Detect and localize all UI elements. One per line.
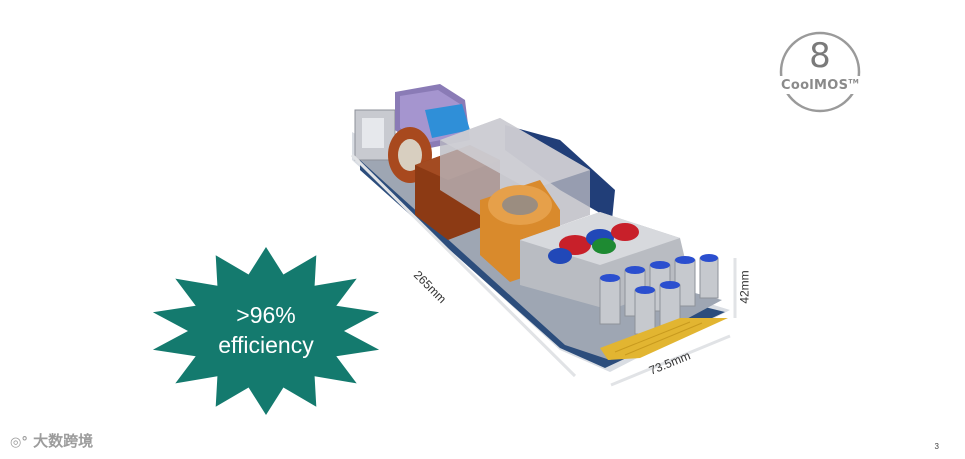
coolmos-logo-ring	[779, 31, 861, 113]
efficiency-value: >96%	[236, 302, 296, 328]
watermark: ◎° 大数跨境	[10, 430, 93, 451]
coolmos-logo-number: 8	[809, 36, 831, 76]
height-dimension: 42mm	[737, 270, 752, 304]
watermark-text: 大数跨境	[33, 432, 94, 450]
starburst-badge	[152, 247, 380, 415]
efficiency-badge-text: >96% efficiency	[150, 300, 382, 360]
watermark-logo-icon: ◎°	[10, 435, 28, 450]
page-number: 3	[934, 442, 939, 451]
efficiency-label: efficiency	[218, 332, 314, 358]
coolmos-logo-name: CoolMOSTM	[770, 78, 870, 93]
coolmos-logo-tm: TM	[848, 78, 859, 86]
coolmos-logo-word: CoolMOS	[781, 78, 849, 93]
